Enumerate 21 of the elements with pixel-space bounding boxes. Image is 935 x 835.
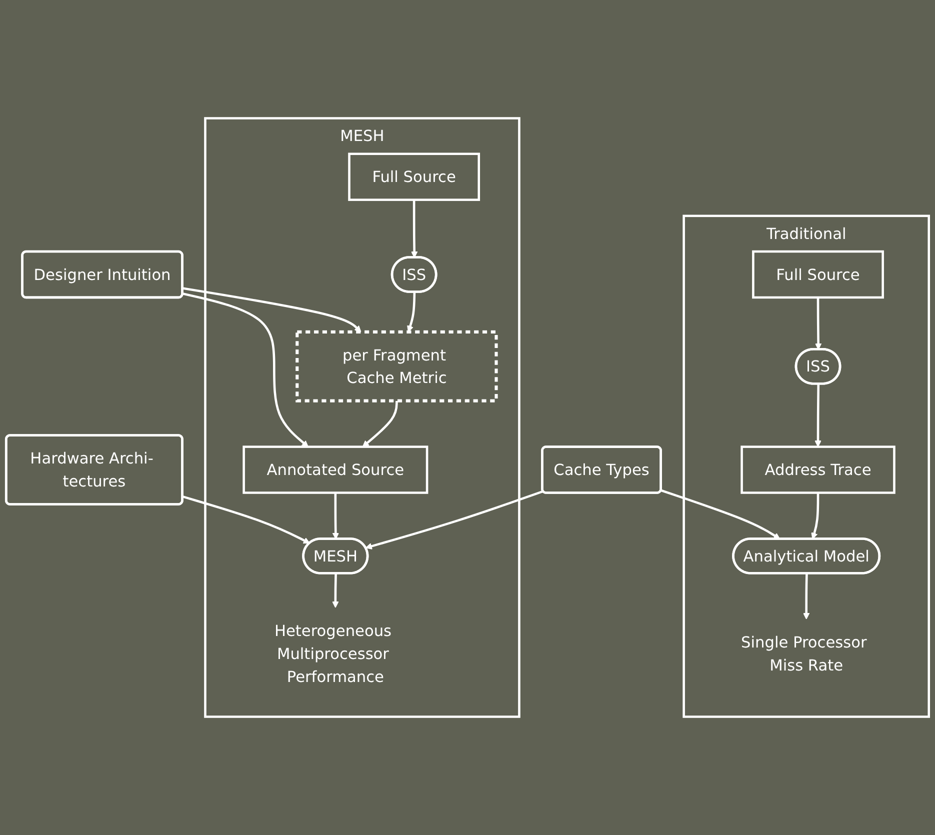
node-box: Address Trace <box>740 446 896 494</box>
arrow <box>362 400 398 448</box>
node-box: Full Source <box>752 250 884 299</box>
arrow <box>410 200 418 258</box>
arrow <box>182 292 308 448</box>
node-box: per Fragment Cache Metric <box>296 330 498 402</box>
arrow <box>182 495 310 544</box>
arrow <box>802 574 810 620</box>
arrow <box>814 297 822 350</box>
arrow <box>660 489 780 540</box>
arrow <box>332 492 340 540</box>
arrow <box>182 287 362 332</box>
arrow <box>332 574 339 608</box>
node-text: Heterogeneous Multiprocessor Performance <box>274 621 392 686</box>
arrow <box>814 384 822 448</box>
arrow <box>811 492 820 540</box>
node-box: Annotated Source <box>242 446 428 494</box>
arrow <box>365 490 544 550</box>
node-box: Full Source <box>348 152 480 201</box>
arrow <box>407 292 416 332</box>
node-text: Single Processor Miss Rate <box>741 632 867 674</box>
